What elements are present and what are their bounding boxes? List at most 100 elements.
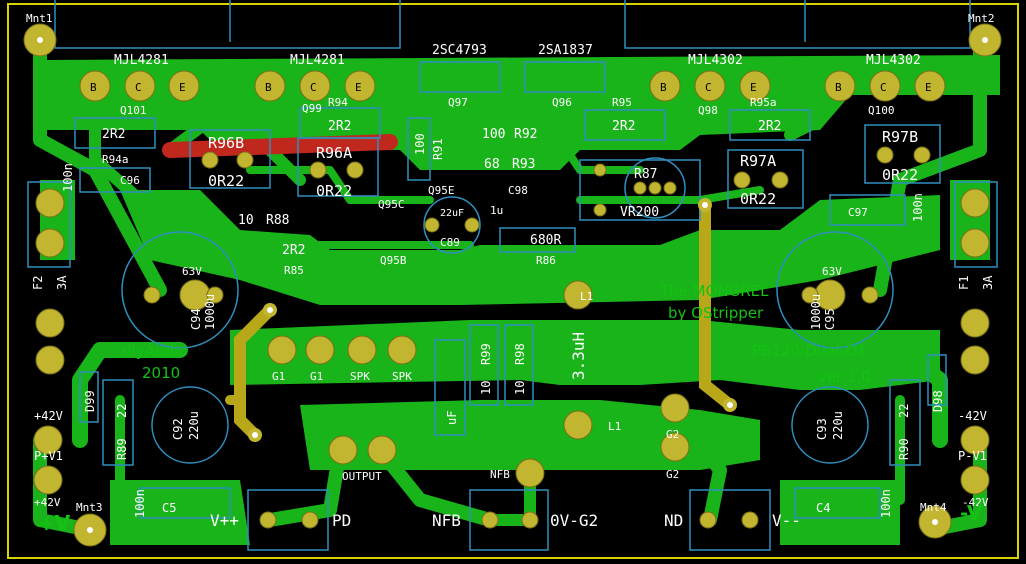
r96a-ref: R96A <box>316 144 352 162</box>
c95-ref: C95 <box>823 308 837 330</box>
r97a-val: 0R22 <box>740 190 776 208</box>
pd-label: PD <box>332 511 351 530</box>
credit-diyaudio: diyAudio <box>122 342 187 360</box>
output-label: OUTPUT <box>342 470 382 483</box>
q99-c: C <box>310 81 317 94</box>
r99-ref: R99 <box>479 343 493 365</box>
nv1-label: P-V1 <box>958 449 987 463</box>
r86-ref: R86 <box>536 254 556 267</box>
c95-val: 1000u <box>809 294 823 330</box>
r97b-val: 0R22 <box>882 166 918 184</box>
c97-100n: 100n <box>911 193 925 222</box>
via-holes <box>252 202 733 438</box>
r93-val: 68 <box>484 157 500 172</box>
n42-label-b: -42V <box>962 496 989 509</box>
c93-val: 220u <box>831 411 845 440</box>
r86-val: 680R <box>530 233 561 248</box>
r97b-ref: R97B <box>882 128 918 146</box>
spk-b: SPK <box>392 370 412 383</box>
r88-ref: R88 <box>266 213 289 228</box>
cap-uf: uF <box>445 411 459 425</box>
pv1-label: P+V1 <box>34 449 63 463</box>
pad-numbers <box>37 37 988 533</box>
q97-ref: Q97 <box>448 96 468 109</box>
r99-val: 10 <box>479 381 493 395</box>
l1-lower: L1 <box>608 420 621 433</box>
q98-part: MJL4302 <box>688 53 743 68</box>
q96-ref: Q96 <box>552 96 572 109</box>
c92-ref: C92 <box>171 418 185 440</box>
c89-val: 22uF <box>440 208 464 219</box>
c5-ref: C5 <box>162 501 176 515</box>
c92-val: 220u <box>187 411 201 440</box>
q100-c: C <box>880 81 887 94</box>
r95a-2r2: 2R2 <box>758 119 781 134</box>
n42-label: -42V <box>958 409 987 423</box>
board-edge <box>7 3 1019 559</box>
c97-ref: C97 <box>848 206 868 219</box>
c94-volt: 63V <box>182 265 202 278</box>
c96-100n: 100n <box>61 163 75 192</box>
r85-ref: R85 <box>284 264 304 277</box>
q101-ref: Q101 <box>120 104 147 117</box>
credits: diyAudio 2010 The MONGREL by OStripper P… <box>38 282 983 535</box>
g1-a: G1 <box>272 370 285 383</box>
r85-val: 2R2 <box>282 243 305 258</box>
q95e-ref: Q95E <box>428 184 455 197</box>
p42-label: +42V <box>34 409 63 423</box>
g2-a: G2 <box>666 428 679 441</box>
vr200-label: VR200 <box>620 205 659 220</box>
c94-ref: C94 <box>189 308 203 330</box>
q95c-ref: Q95C <box>378 198 405 211</box>
f1-label: F1 <box>957 276 971 290</box>
g2-b: G2 <box>666 468 679 481</box>
q101-b: B <box>90 81 97 94</box>
r98-val: 10 <box>513 381 527 395</box>
r97a-ref: R97A <box>740 152 776 170</box>
r92-val: 100 <box>482 127 505 142</box>
f1-3a: 3A <box>981 275 995 290</box>
r90-val: 22 <box>897 404 911 418</box>
r89-ref: R89 <box>115 438 129 460</box>
pb-version: ver 1.0 <box>818 368 871 386</box>
q100-part: MJL4302 <box>866 53 921 68</box>
r96a-val: 0R22 <box>316 182 352 200</box>
heatsink-outlines <box>27 0 998 551</box>
q99-e: E <box>355 81 362 94</box>
q101-part: MJL4281 <box>114 53 169 68</box>
q99-part: MJL4281 <box>290 53 345 68</box>
c93-ref: C93 <box>815 418 829 440</box>
top-traces <box>162 134 736 441</box>
r94a-ref: R94a <box>102 153 129 166</box>
r94-ref: R94 <box>328 96 348 109</box>
pads <box>23 23 1002 547</box>
c4-100n: 100n <box>879 489 893 518</box>
credit-year: 2010 <box>142 364 180 382</box>
r95a-ref: R95a <box>750 96 777 109</box>
q99-ref: Q99 <box>302 102 322 115</box>
r91-ref: R91 <box>431 138 445 160</box>
q97-part: 2SC4793 <box>432 43 487 58</box>
r96b-val: 0R22 <box>208 172 244 190</box>
plus-v-label: +V <box>38 511 71 535</box>
q100-e: E <box>925 81 932 94</box>
c98-val: 1u <box>490 204 503 217</box>
coil-label: 3.3uH <box>569 332 588 380</box>
vmm-label: V-- <box>772 511 801 530</box>
nfb-label: NFB <box>432 511 461 530</box>
q95b-ref: Q95B <box>380 254 407 267</box>
f2-label: F2 <box>31 276 45 290</box>
mnt4-label: Mnt4 <box>920 501 947 514</box>
q99-b: B <box>265 81 272 94</box>
mnt3-label: Mnt3 <box>76 501 103 514</box>
p42-label-b: +42V <box>34 496 61 509</box>
r90-ref: R90 <box>897 438 911 460</box>
f2-3a: 3A <box>55 275 69 290</box>
c95-volt: 63V <box>822 265 842 278</box>
c5-100n: 100n <box>133 489 147 518</box>
r89-val: 22 <box>115 404 129 418</box>
c89-ref: C89 <box>440 236 460 249</box>
q100-b: B <box>835 81 842 94</box>
mnt1-label: Mnt1 <box>26 12 53 25</box>
